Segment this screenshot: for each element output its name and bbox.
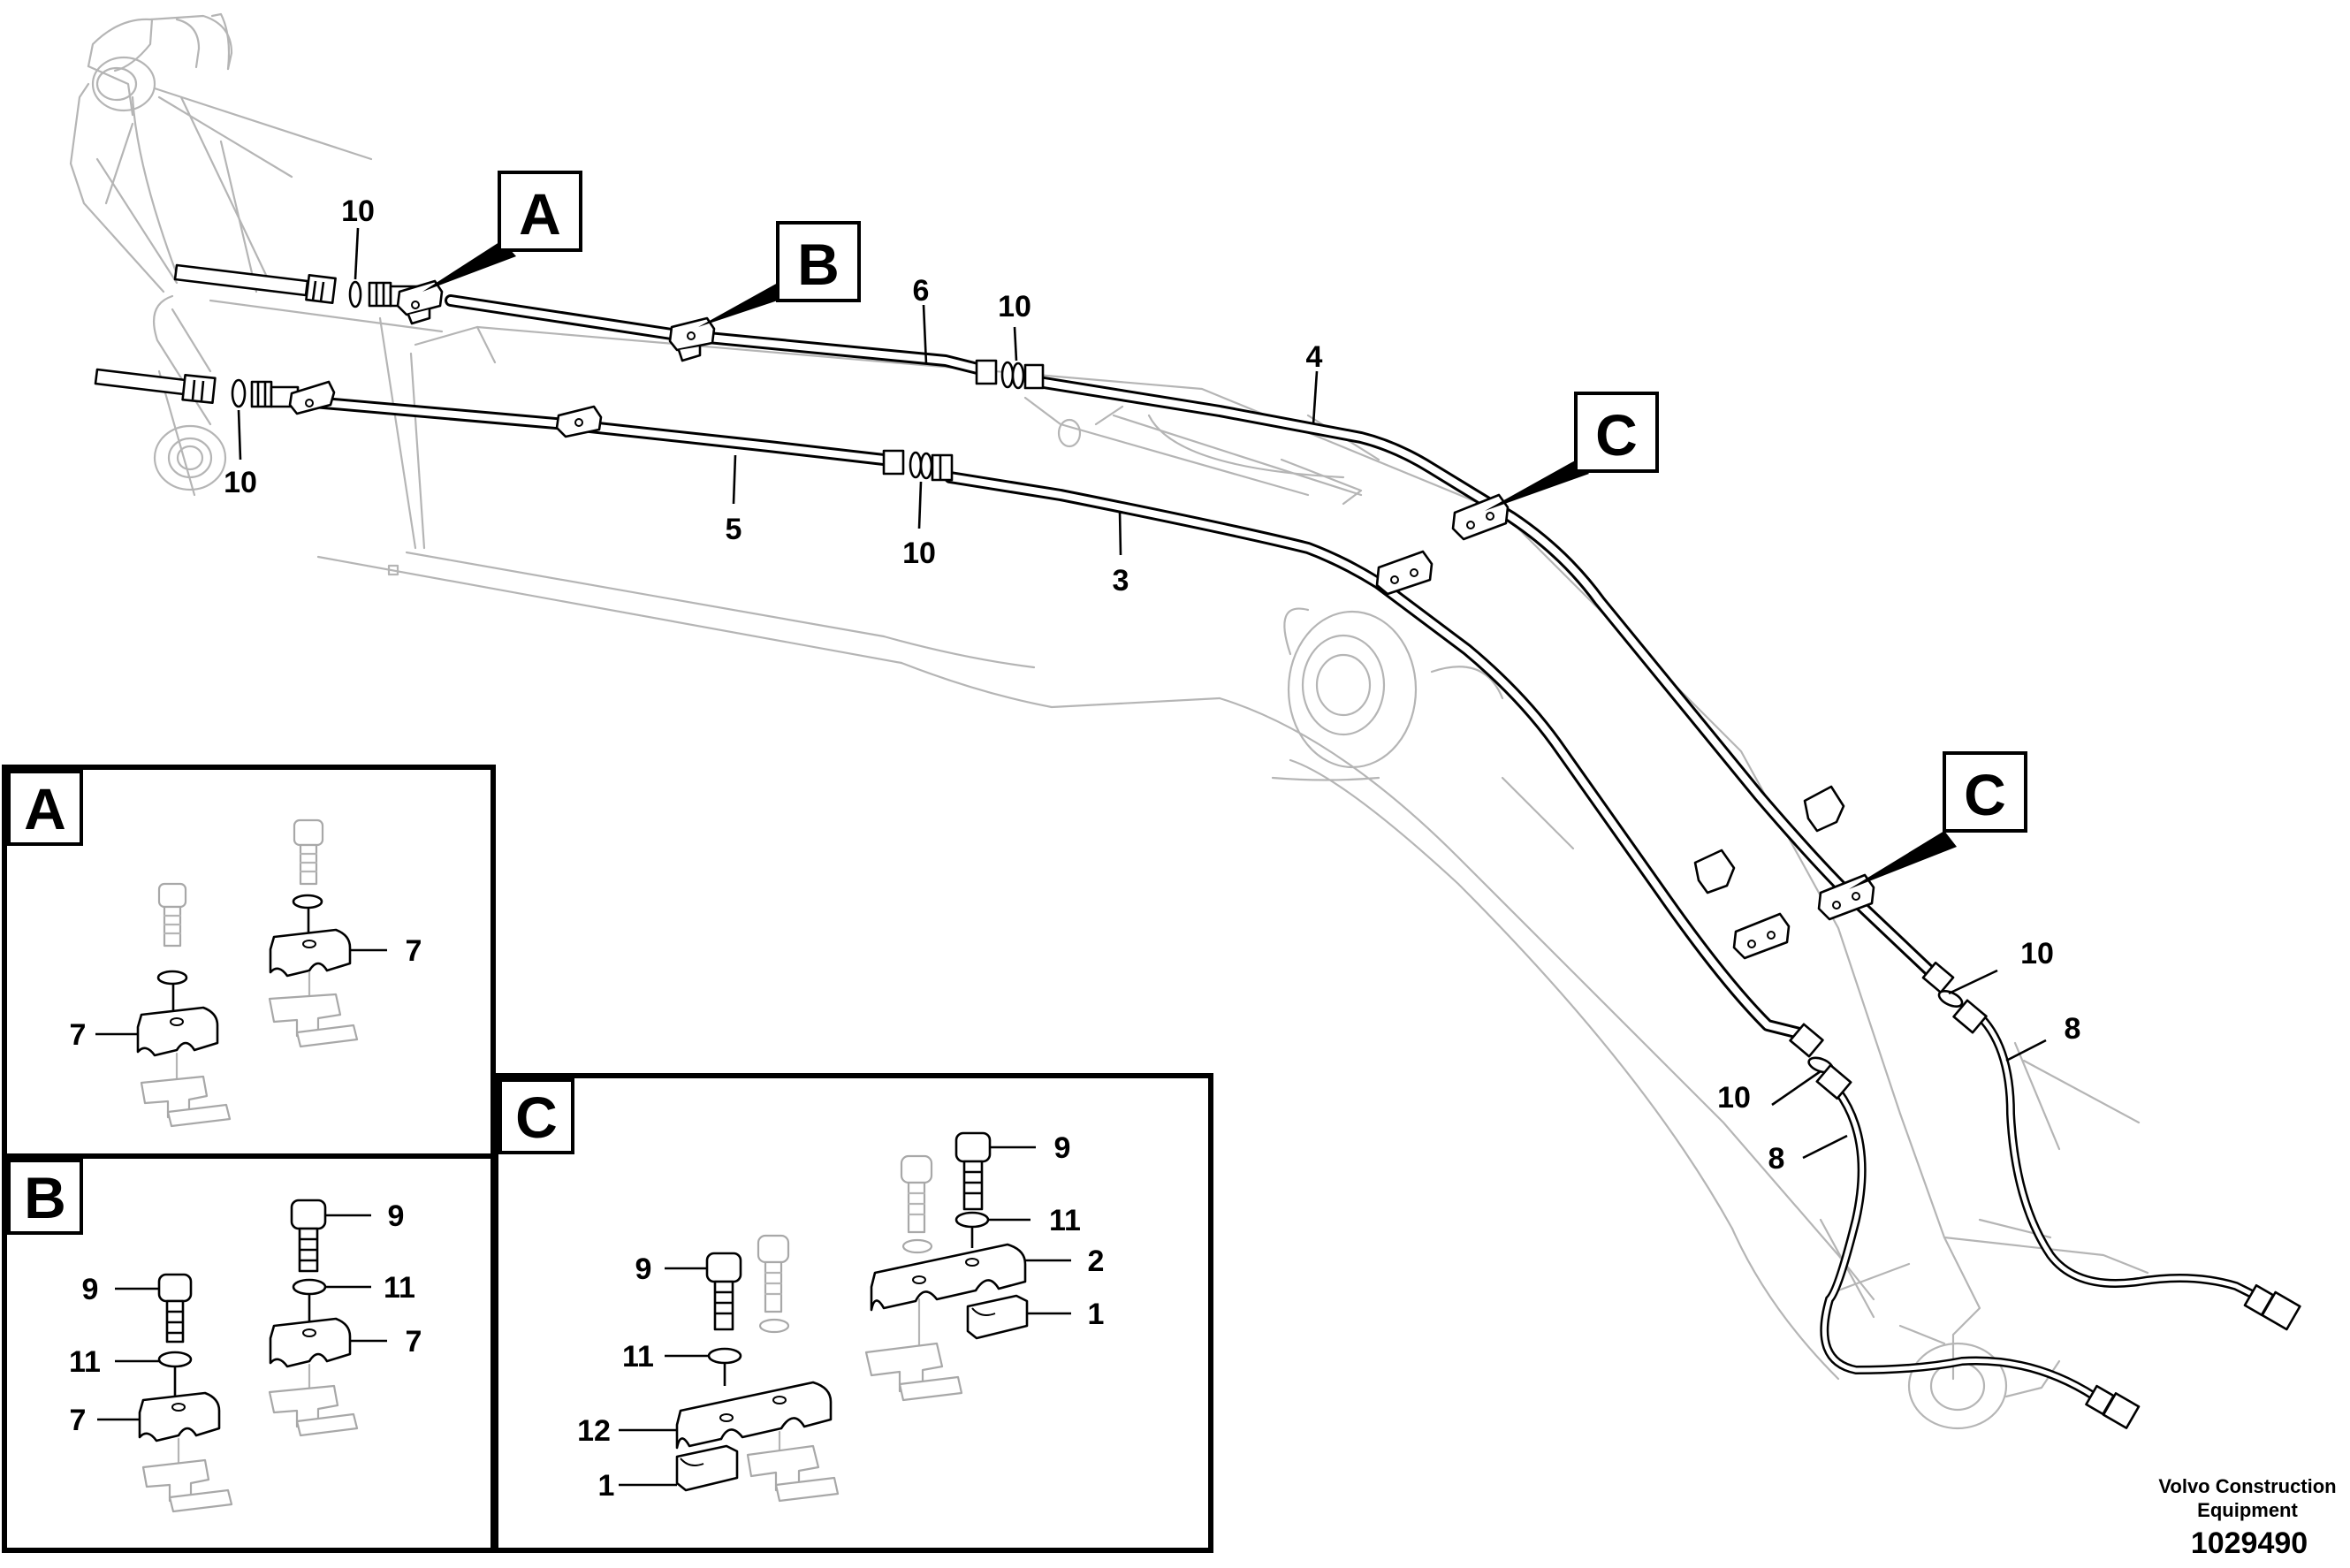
svg-text:10: 10 xyxy=(998,290,1031,323)
detail-flag-b: B xyxy=(698,221,861,327)
union-left-end xyxy=(1789,1023,1852,1100)
o-ring-icon xyxy=(348,280,362,308)
svg-text:C: C xyxy=(515,1085,558,1150)
svg-text:7: 7 xyxy=(406,1325,422,1359)
svg-text:6: 6 xyxy=(913,274,930,308)
boom-ghost-outline xyxy=(69,12,2149,1430)
bolt-icon xyxy=(900,1154,933,1254)
inset-c: C 9 11 2 xyxy=(493,1073,1213,1553)
bolt-icon xyxy=(290,1199,327,1273)
svg-text:8: 8 xyxy=(2065,1012,2081,1046)
svg-text:C: C xyxy=(1595,402,1638,468)
svg-text:8: 8 xyxy=(1768,1142,1785,1176)
svg-text:Volvo Construction: Volvo Construction xyxy=(2158,1475,2336,1497)
bolt-icon xyxy=(705,1252,742,1331)
washer-icon xyxy=(292,1278,327,1296)
inset-a: A 7 xyxy=(2,765,496,1159)
svg-text:B: B xyxy=(24,1165,66,1230)
svg-text:7: 7 xyxy=(70,1404,87,1437)
detail-flag-c-upper: C xyxy=(1485,392,1659,511)
bolt-icon xyxy=(954,1131,992,1211)
pipe-clamp-icon xyxy=(138,1391,221,1442)
union-upper-mid xyxy=(975,359,1045,390)
svg-text:1: 1 xyxy=(1088,1298,1105,1331)
svg-text:11: 11 xyxy=(1049,1204,1081,1237)
svg-text:3: 3 xyxy=(1113,564,1129,598)
svg-text:11: 11 xyxy=(69,1345,101,1379)
washer-icon xyxy=(707,1347,742,1365)
svg-text:A: A xyxy=(519,181,561,247)
hose-end-fitting-left xyxy=(2085,1384,2141,1429)
svg-text:9: 9 xyxy=(1054,1131,1071,1165)
bolt-icon xyxy=(293,818,324,886)
washer-icon xyxy=(954,1211,990,1229)
base-hose-lower xyxy=(94,368,300,408)
pipe-clamp-icon xyxy=(870,1243,1027,1312)
pipe-clamp-half xyxy=(966,1294,1029,1340)
svg-text:7: 7 xyxy=(406,934,422,968)
detail-flag-a: A xyxy=(422,171,582,292)
svg-text:1: 1 xyxy=(598,1469,615,1503)
svg-text:9: 9 xyxy=(82,1273,99,1306)
svg-text:9: 9 xyxy=(635,1252,652,1286)
union-lower-mid xyxy=(882,449,954,482)
pipe-4-upper-line xyxy=(445,294,1937,978)
pipe-clamp-icon xyxy=(675,1381,833,1450)
pipe-clamp-icon xyxy=(136,1006,219,1057)
svg-text:A: A xyxy=(24,776,66,841)
svg-text:C: C xyxy=(1964,762,2006,827)
svg-text:10: 10 xyxy=(1717,1081,1751,1115)
pipe-clamp-icon xyxy=(269,1317,352,1368)
bolt-icon xyxy=(157,882,187,948)
svg-text:10: 10 xyxy=(902,537,936,570)
union-right-end xyxy=(1921,961,1988,1034)
detail-flag-c-lower: C xyxy=(1849,751,2027,889)
footer-brand: Volvo Construction Equipment 1029490 xyxy=(2158,1475,2336,1560)
hose-8-right xyxy=(1971,1008,2267,1304)
pipe-clamp-icon xyxy=(269,928,352,978)
bolt-icon xyxy=(157,1273,193,1343)
svg-text:10: 10 xyxy=(224,466,257,499)
washer-icon xyxy=(292,894,323,910)
svg-text:1029490: 1029490 xyxy=(2191,1526,2308,1560)
svg-text:11: 11 xyxy=(384,1271,415,1305)
svg-text:2: 2 xyxy=(1088,1245,1105,1278)
washer-icon xyxy=(156,970,188,986)
svg-text:9: 9 xyxy=(388,1199,405,1233)
pipe-clamp-half xyxy=(675,1444,739,1492)
main-callouts: 10 10 10 10 6 4 5 3 10 10 8 8 xyxy=(224,194,2080,1176)
hose-8-left xyxy=(1820,1087,2099,1401)
svg-text:10: 10 xyxy=(2020,937,2054,970)
svg-text:5: 5 xyxy=(726,513,742,546)
pipe-3-lower-line xyxy=(308,396,1809,1040)
svg-text:7: 7 xyxy=(70,1018,87,1052)
o-ring-icon xyxy=(231,378,247,408)
washer-icon xyxy=(157,1351,193,1368)
svg-text:12: 12 xyxy=(577,1414,611,1448)
svg-text:11: 11 xyxy=(622,1340,654,1374)
inset-b: B 9 11 7 9 xyxy=(2,1153,496,1553)
svg-text:Equipment: Equipment xyxy=(2197,1499,2298,1521)
hose-end-fitting-right xyxy=(2243,1283,2301,1331)
svg-text:4: 4 xyxy=(1306,340,1323,374)
svg-text:B: B xyxy=(797,232,840,297)
bolt-icon xyxy=(757,1234,790,1334)
svg-text:10: 10 xyxy=(341,194,375,228)
